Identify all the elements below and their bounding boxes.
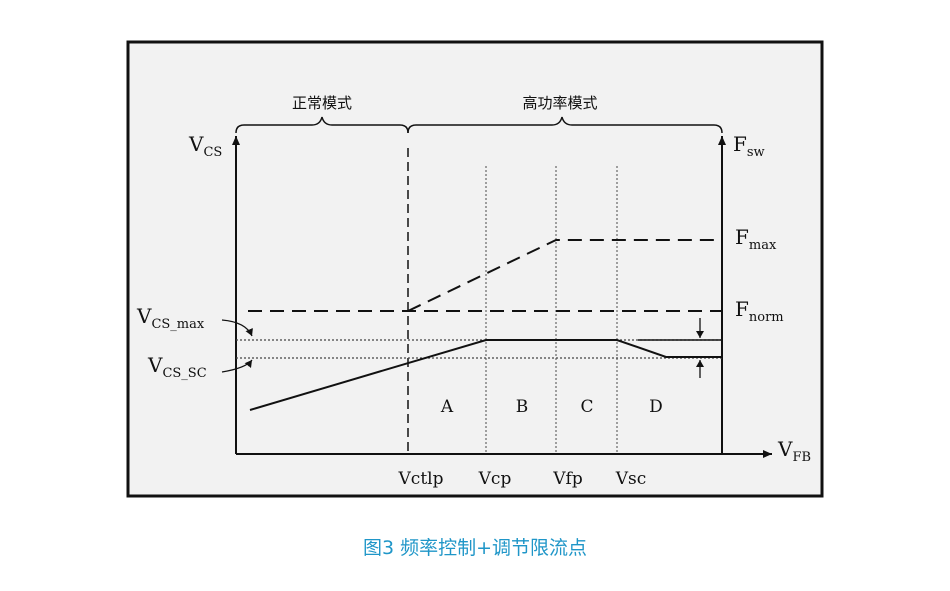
vfb-axis-label: VFB xyxy=(777,437,811,465)
region-a-label: A xyxy=(440,397,454,417)
high-power-mode-brace xyxy=(407,116,723,134)
figure-caption: 图3 频率控制+调节限流点 xyxy=(362,537,588,559)
normal-mode-brace xyxy=(235,116,409,134)
fsw-axis-label: Fsw xyxy=(733,132,765,160)
region-c-label: C xyxy=(580,397,593,417)
vcs-sc-pointer xyxy=(221,359,253,373)
vcs-max-label: VCS_max xyxy=(136,304,205,332)
fnorm-label: Fnorm xyxy=(735,297,784,325)
region-d-label: D xyxy=(649,397,663,417)
high-power-mode-label: 高功率模式 xyxy=(522,94,597,112)
frequency-ramp-line xyxy=(407,239,722,312)
normal-mode-label: 正常模式 xyxy=(292,94,352,112)
tick-vcp: Vcp xyxy=(478,469,512,489)
fmax-label: Fmax xyxy=(735,225,777,253)
vcs-axis-label: VCS xyxy=(188,132,222,160)
vcs-sc-label: VCS_SC xyxy=(147,353,207,381)
tick-vfp: Vfp xyxy=(552,469,583,489)
tick-vctlp: Vctlp xyxy=(398,469,444,489)
region-b-label: B xyxy=(516,397,529,417)
tick-vsc: Vsc xyxy=(615,469,647,489)
vcs-max-pointer xyxy=(221,319,253,337)
diagram-frame xyxy=(126,40,824,498)
